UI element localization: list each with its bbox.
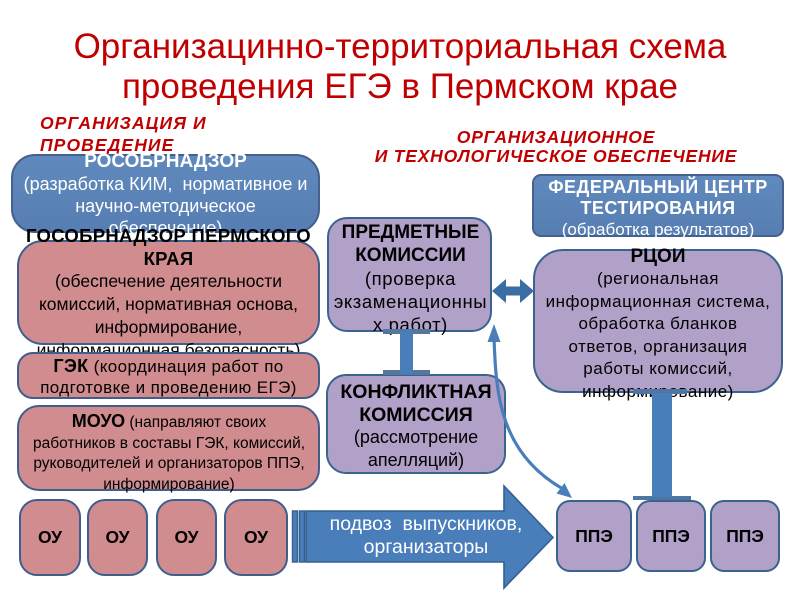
federal-testing-center-text: ФЕДЕРАЛЬНЫЙ ЦЕНТР ТЕСТИРОВАНИЯ (обработк… (548, 177, 768, 239)
mouo-box[interactable]: МОУО (направляют своих работников в сост… (17, 405, 320, 493)
conflict-commission-box[interactable]: КОНФЛИКТНАЯ КОМИССИЯ (рассмотрение апелл… (326, 374, 506, 474)
conflict-commission-text: КОНФЛИКТНАЯ КОМИССИЯ (рассмотрение апелл… (340, 381, 492, 470)
gek-box[interactable]: ГЭК (координация работ по подготовке и п… (17, 352, 320, 399)
rcoi-ppe-connector (652, 393, 672, 497)
transfer-arrow-tail-bar-2 (298, 510, 306, 563)
ppe-box-3[interactable]: ППЭ (710, 500, 780, 572)
ou-box-3[interactable]: ОУ (156, 499, 217, 576)
subject-commissions-box[interactable]: ПРЕДМЕТНЫЕ КОМИССИИ (проверка экзаменаци… (327, 217, 492, 335)
rcoi-box[interactable]: РЦОИ (региональная информационная систем… (533, 246, 783, 401)
ou-box-2[interactable]: ОУ (87, 499, 148, 576)
ppe-box-1[interactable]: ППЭ (556, 500, 632, 572)
rosobrnadzor-text: РОСОБРНАДЗОР (разработка КИМ, нормативно… (23, 151, 308, 238)
left-column-header: ОРГАНИЗАЦИЯ И ПРОВЕДЕНИЕ (40, 113, 207, 155)
gosobrnadzor-text: ГОСОБРНАДЗОР ПЕРМСКОГО КРАЯ (обеспечение… (25, 225, 311, 360)
gosobrnadzor-box[interactable] (17, 240, 320, 345)
mouo-text: МОУО (направляют своих работников в сост… (32, 411, 306, 493)
ou-box-4[interactable]: ОУ (224, 499, 288, 576)
transfer-arrow-tail-bar-1 (291, 510, 299, 563)
subject-commissions-text: ПРЕДМЕТНЫЕ КОМИССИИ (проверка экзаменаци… (333, 222, 488, 335)
ppe-box-2[interactable]: ППЭ (636, 500, 706, 572)
right-column-header: ОРГАНИЗАЦИОННОЕ И ТЕХНОЛОГИЧЕСКОЕ ОБЕСПЕ… (374, 127, 738, 166)
transfer-arrow-label: подвоз выпускников, организаторы (329, 513, 523, 558)
ou-box-1[interactable]: ОУ (19, 499, 81, 576)
curved-arrow-down-head (556, 483, 572, 498)
subject-rcoi-double-arrow (492, 279, 534, 303)
rosobrnadzor-box[interactable] (11, 154, 320, 233)
rcoi-text: РЦОИ (региональная информационная систем… (545, 246, 771, 401)
gek-text: ГЭК (координация работ по подготовке и п… (40, 356, 297, 397)
slide-title: Организацинно-территориальная схема пров… (73, 27, 727, 106)
federal-testing-center-box[interactable]: ФЕДЕРАЛЬНЫЙ ЦЕНТР ТЕСТИРОВАНИЯ (обработк… (532, 174, 784, 239)
subject-conflict-connector (400, 331, 413, 374)
